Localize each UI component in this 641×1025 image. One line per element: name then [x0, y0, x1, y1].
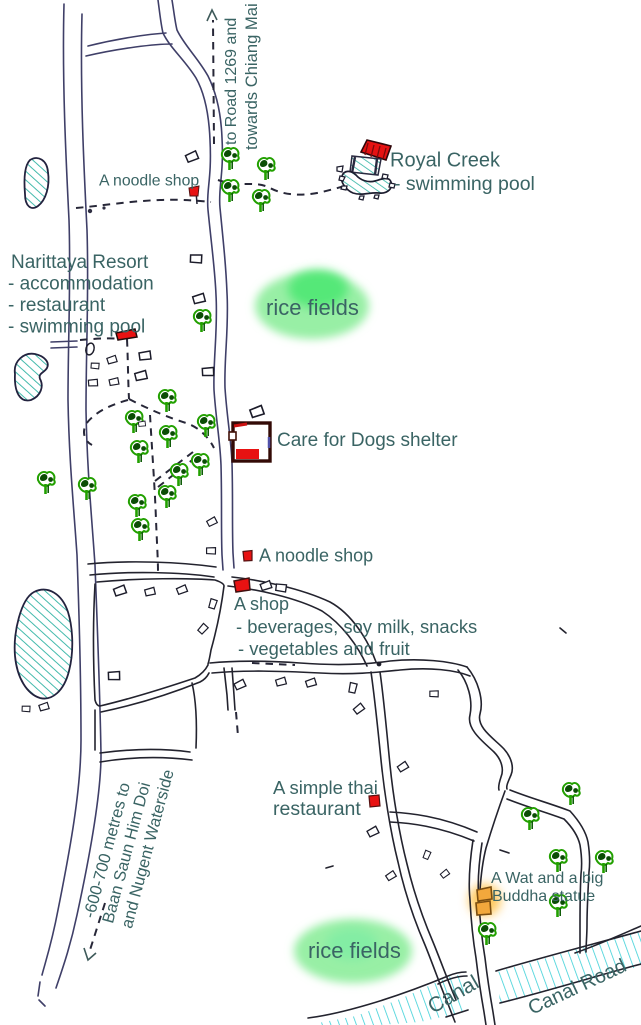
svg-text:A shop: A shop [234, 594, 289, 614]
svg-text:towards Chiang Mai: towards Chiang Mai [242, 3, 261, 150]
svg-text:restaurant: restaurant [273, 798, 361, 820]
svg-text:A Wat and a big: A Wat and a big [491, 870, 603, 887]
svg-text:- swimming pool: - swimming pool [8, 317, 145, 338]
svg-text:- beverages, soy milk, snacks: - beverages, soy milk, snacks [236, 616, 477, 637]
svg-text:rice fields: rice fields [266, 295, 359, 320]
svg-text:Royal Creek: Royal Creek [390, 150, 501, 172]
svg-text:A simple thai: A simple thai [273, 777, 378, 798]
svg-text:to Road 1269 and: to Road 1269 and [223, 18, 240, 145]
svg-text:A noodle shop: A noodle shop [259, 546, 373, 566]
svg-text:Buddha statue: Buddha statue [492, 888, 595, 905]
svg-text:Narittaya Resort: Narittaya Resort [11, 252, 149, 273]
svg-text:- vegetables and fruit: - vegetables and fruit [238, 638, 410, 659]
svg-text:- accommodation: - accommodation [8, 274, 154, 295]
svg-text:rice fields: rice fields [308, 938, 401, 963]
svg-text:- swimming pool: - swimming pool [394, 173, 535, 195]
svg-text:A noodle shop: A noodle shop [99, 173, 199, 190]
svg-text:Care for Dogs shelter: Care for Dogs shelter [277, 430, 458, 451]
svg-text:- restaurant: - restaurant [8, 295, 106, 316]
